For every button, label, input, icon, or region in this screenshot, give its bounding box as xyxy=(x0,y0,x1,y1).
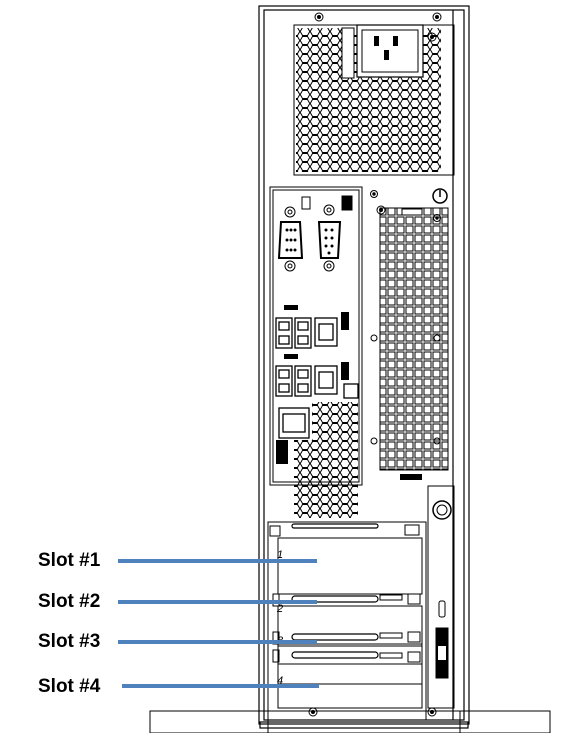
lan-port-lower xyxy=(314,362,359,399)
usb-ports-upper xyxy=(275,305,312,349)
lock-area xyxy=(427,485,455,709)
slot-4-number: 4 xyxy=(277,675,283,687)
expansion-slot-1: 1 xyxy=(269,523,423,595)
slot-1-number: 1 xyxy=(277,549,283,561)
expansion-slot-area xyxy=(267,521,427,721)
vga-port xyxy=(277,206,304,272)
small-indicator-icons xyxy=(301,195,353,211)
power-button-icon xyxy=(432,188,448,204)
io-hex-vent xyxy=(294,402,358,518)
leader-lines xyxy=(118,559,319,688)
slot-2-number: 2 xyxy=(276,603,283,615)
power-supply xyxy=(293,24,455,176)
expansion-slot-4: 4 xyxy=(272,649,423,709)
slot-2-label: Slot #2 xyxy=(38,591,101,612)
expansion-slot-2: 2 xyxy=(272,593,423,647)
slot-3-label: Slot #3 xyxy=(38,631,101,652)
lan-port-third xyxy=(276,407,310,464)
slot-1-label: Slot #1 xyxy=(38,550,101,571)
serial-port xyxy=(317,204,342,272)
usb-ports-lower xyxy=(275,354,312,397)
side-vent xyxy=(379,207,449,480)
lan-port-upper xyxy=(314,312,349,347)
slot-4-label: Slot #4 xyxy=(38,676,101,697)
